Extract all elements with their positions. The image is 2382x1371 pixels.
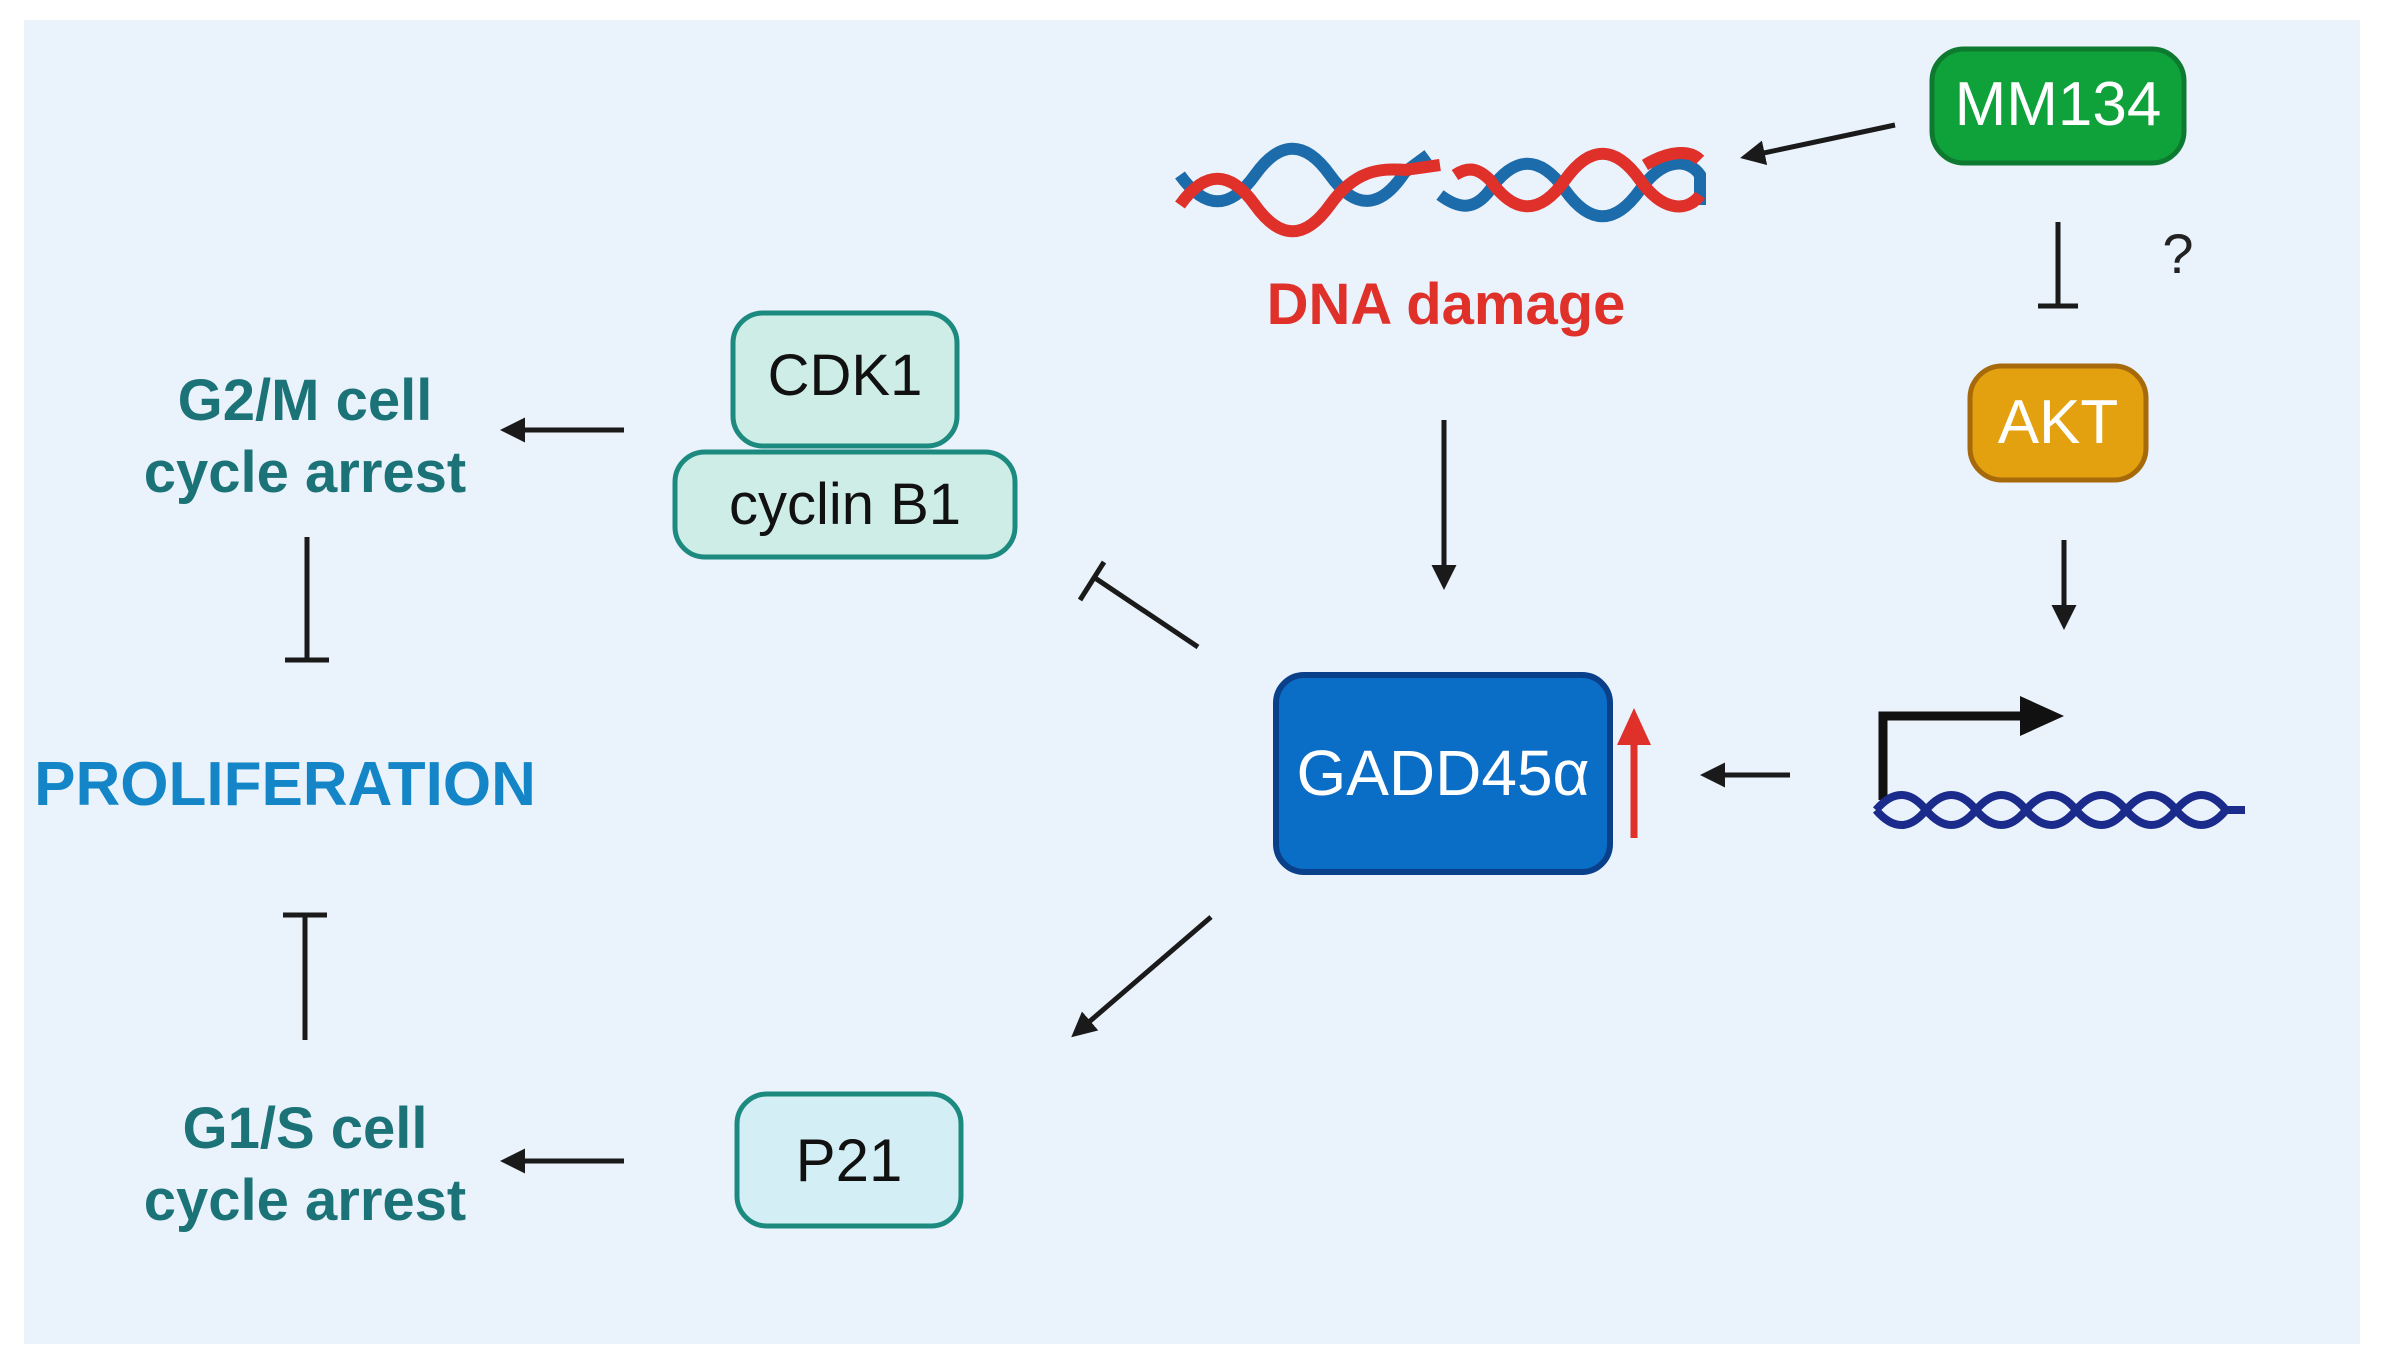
inhibit-gadd45a-cdk [1077, 560, 1200, 650]
cyclin-b1-label: cyclin B1 [729, 472, 961, 537]
inhibit-g2m-proliferation [285, 537, 329, 663]
mm134-node: MM134 [1929, 46, 2187, 166]
cdk1-label: CDK1 [768, 343, 923, 408]
gene-dna-helix-icon [1872, 791, 2245, 829]
inhibitions [283, 222, 2078, 1040]
arrows [500, 122, 2077, 1174]
gadd45a-node: GADD45α [1273, 672, 1613, 875]
arrow-gadd45a-to-p21 [1071, 915, 1213, 1038]
question-mark: ? [2162, 222, 2193, 285]
g1s-arrest-label-line2: cycle arrest [144, 1168, 466, 1233]
p21-label: P21 [796, 1127, 903, 1194]
akt-label: AKT [1998, 388, 2119, 457]
dna-damage-helix-icon [1175, 142, 1706, 238]
mm134-label: MM134 [1955, 70, 2162, 139]
arrow-mm134-to-dna [1740, 122, 1896, 166]
cyclin-b1-node: cyclin B1 [672, 449, 1018, 560]
g2m-arrest-label-line1: G2/M cell [178, 368, 433, 433]
gene-promoter-arrow-icon [1878, 696, 2064, 800]
cdk1-node: CDK1 [730, 310, 960, 449]
p21-node: P21 [734, 1091, 964, 1229]
up-regulation-arrow-icon [1617, 708, 1651, 838]
diagram-background [24, 20, 2360, 1344]
gadd45a-label: GADD45α [1296, 737, 1589, 809]
inhibit-g1s-proliferation [283, 912, 327, 1040]
proliferation-label: PROLIFERATION [34, 750, 536, 819]
akt-node: AKT [1967, 363, 2149, 483]
dna-damage-label: DNA damage [1267, 272, 1626, 337]
g2m-arrest-label-line2: cycle arrest [144, 440, 466, 505]
g1s-arrest-label-line1: G1/S cell [182, 1096, 427, 1161]
inhibit-mm134-akt [2038, 222, 2078, 309]
